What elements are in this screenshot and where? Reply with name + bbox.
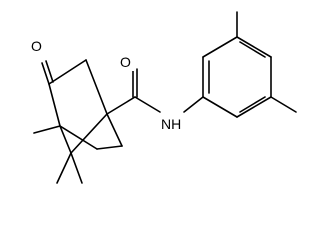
bond-ring-5: [236, 96, 272, 118]
bond-c4-c5: [106, 113, 123, 147]
amide-oxygen-backdrop: [118, 53, 134, 71]
amide-oxygen-label: O: [120, 54, 131, 70]
bond-gem-methyl-b: [70, 152, 83, 184]
bond-c1-c2: [48, 83, 61, 127]
ketone-oxygen-backdrop: [29, 37, 45, 55]
bond-gem-methyl-a: [56, 152, 72, 184]
bond-ring-inner-2: [239, 41, 266, 58]
bond-c4-carbonyl: [106, 96, 136, 115]
ketone-oxygen-label: O: [31, 38, 42, 54]
bond-ring-2: [202, 36, 238, 58]
molecule-structure: O O NH: [29, 11, 297, 184]
bond-n-aryl: [183, 96, 204, 113]
amide-nitrogen-label: NH: [161, 116, 181, 132]
bond-ring-inner-3: [239, 96, 266, 113]
bond-lines: [33, 11, 297, 184]
bond-c3-c4: [85, 59, 108, 115]
bond-c5-c6: [96, 145, 123, 150]
bond-c6-c1: [59, 125, 98, 150]
bond-aryl-methyl-right: [270, 96, 297, 113]
bond-ketone-double-2: [45, 60, 54, 83]
bond-c7-c4: [70, 113, 108, 154]
bond-bridgehead-methyl: [33, 125, 61, 134]
bond-c1-c7: [59, 125, 72, 154]
structure-canvas: O O NH: [29, 11, 297, 184]
bond-c2-c3: [48, 59, 87, 85]
bond-ring-6: [202, 96, 238, 118]
bond-ring-3: [236, 36, 272, 58]
bond-ketone-double-1: [41, 62, 50, 85]
bond-carbonyl-n: [134, 96, 161, 113]
